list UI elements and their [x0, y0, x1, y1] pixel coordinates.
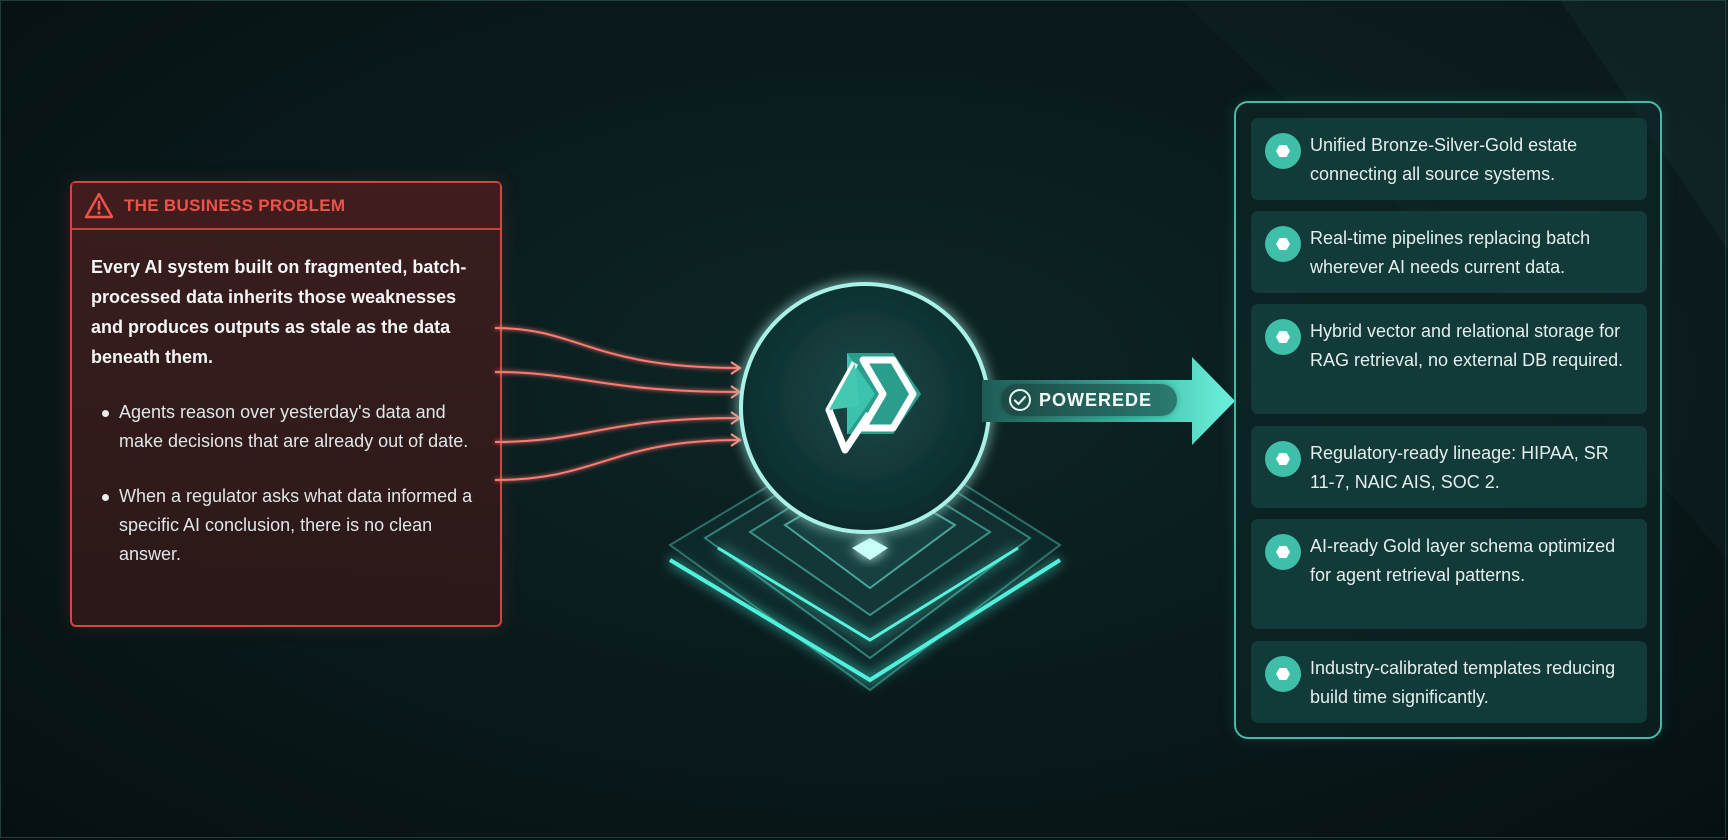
hexagon-icon — [1264, 318, 1302, 356]
hexagon-icon — [1264, 440, 1302, 478]
logo-mark-icon — [825, 353, 921, 454]
feature-card: Industry-calibrated templates reducing b… — [1251, 641, 1647, 723]
feature-card: Unified Bronze-Silver-Gold estate connec… — [1251, 118, 1647, 200]
feature-card: Regulatory-ready lineage: HIPAA, SR 11-7… — [1251, 426, 1647, 508]
warning-triangle-icon — [84, 191, 114, 221]
feature-text: Industry-calibrated templates reducing b… — [1310, 658, 1616, 707]
problem-bullet: Agents reason over yesterday's data and … — [91, 398, 486, 456]
feature-card: Real-time pipelines replacing batch wher… — [1251, 211, 1647, 293]
feature-text: AI-ready Gold layer schema optimized for… — [1310, 536, 1616, 585]
problem-title: THE BUSINESS PROBLEM — [124, 195, 346, 215]
hexagon-icon — [1264, 533, 1302, 571]
hexagon-icon — [1264, 655, 1302, 693]
feature-text: Regulatory-ready lineage: HIPAA, SR 11-7… — [1310, 443, 1609, 492]
business-problem-card: THE BUSINESS PROBLEM Every AI system bui… — [70, 181, 502, 627]
problem-header: THE BUSINESS PROBLEM — [72, 183, 500, 230]
check-circle-icon — [1008, 388, 1032, 412]
hexagon-icon — [1264, 132, 1302, 170]
feature-card: AI-ready Gold layer schema optimized for… — [1251, 519, 1647, 629]
flow-arrowheads — [730, 361, 742, 447]
feature-text: Unified Bronze-Silver-Gold estate connec… — [1310, 135, 1578, 184]
flow-line-group — [494, 327, 741, 481]
hexagon-icon — [1264, 225, 1302, 263]
powered-label: POWEREDE — [1039, 389, 1153, 410]
feature-text: Hybrid vector and relational storage for… — [1310, 321, 1624, 370]
feature-text: Real-time pipelines replacing batch wher… — [1310, 228, 1591, 277]
platform-hub — [668, 282, 1062, 692]
data-flow-lines — [494, 327, 742, 481]
powered-badge: POWEREDE — [1001, 384, 1177, 416]
problem-bullet: When a regulator asks what data informed… — [91, 482, 486, 569]
problem-bullet-list: Agents reason over yesterday's data and … — [91, 398, 486, 569]
features-panel: Unified Bronze-Silver-Gold estate connec… — [1234, 101, 1662, 739]
feature-card: Hybrid vector and relational storage for… — [1251, 304, 1647, 414]
problem-lead-text: Every AI system built on fragmented, bat… — [91, 257, 467, 367]
